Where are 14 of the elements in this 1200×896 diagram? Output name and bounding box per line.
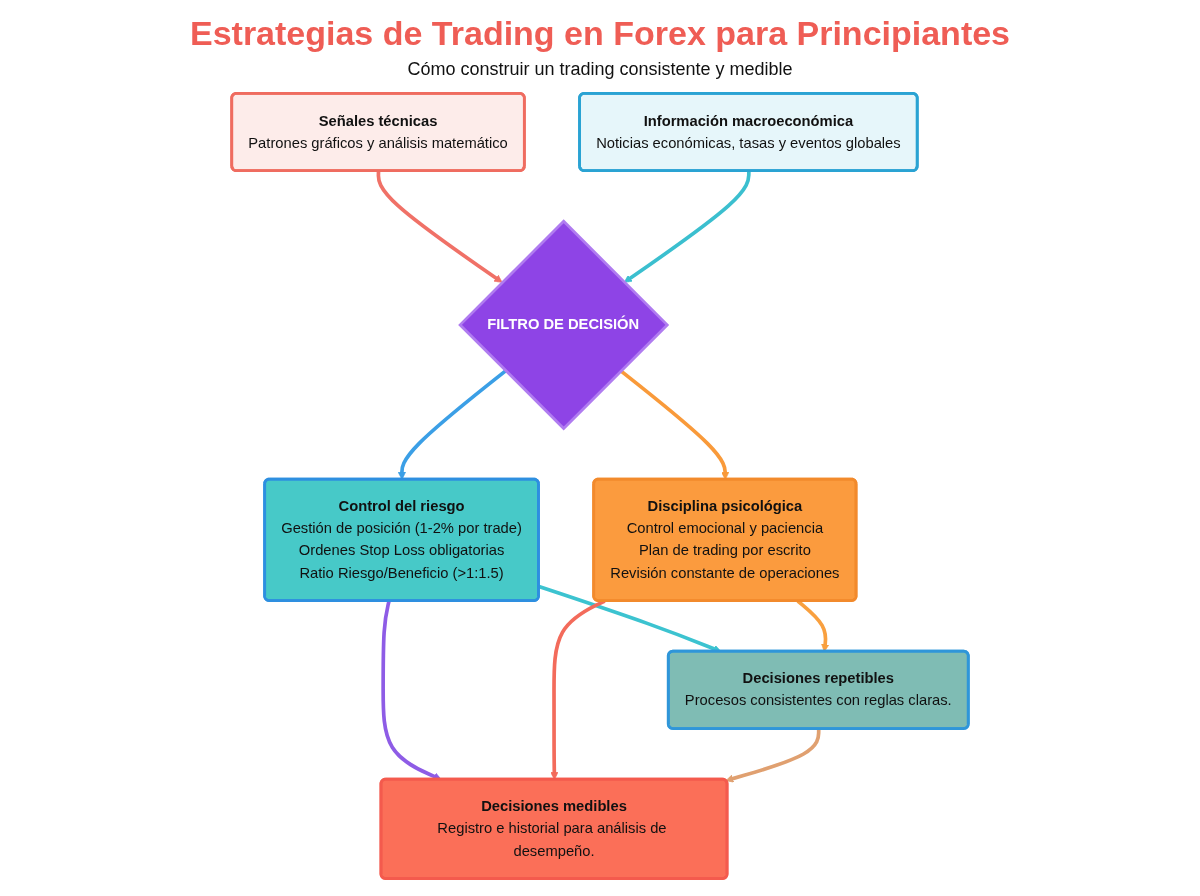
process-box: Control del riesgo Gestión de posición (1-2% por trade) Ordenes Stop Loss obligatorias Ratio Riesgo/Beneficio (>1:1.5)	[263, 477, 540, 603]
arrow	[623, 171, 751, 283]
process-box: Disciplina psicológica Control emocional y paciencia Plan de trading por escrito Revisión constante de operaciones	[592, 477, 858, 603]
title: Estrategias de Trading en Forex para Principiantes	[189, 14, 1011, 54]
subtitle: Cómo construir un trading consistente y medible	[407, 59, 793, 81]
process-box: Decisiones medibles Registro e historial para análisis de desempeño.	[379, 777, 729, 880]
process-box: Información macroeconómica Noticias económicas, tasas y eventos globales	[578, 92, 919, 173]
arrow	[376, 171, 503, 283]
arrow	[397, 369, 507, 480]
decision-diamond: FILTRO DE DECISIÓN	[458, 219, 670, 431]
process-box: Decisiones repetibles Procesos consistentes con reglas claras.	[666, 649, 970, 730]
arrow	[725, 729, 821, 783]
arrow	[619, 369, 730, 480]
process-box: Señales técnicas Patrones gráficos y análisis matemático	[230, 92, 526, 173]
